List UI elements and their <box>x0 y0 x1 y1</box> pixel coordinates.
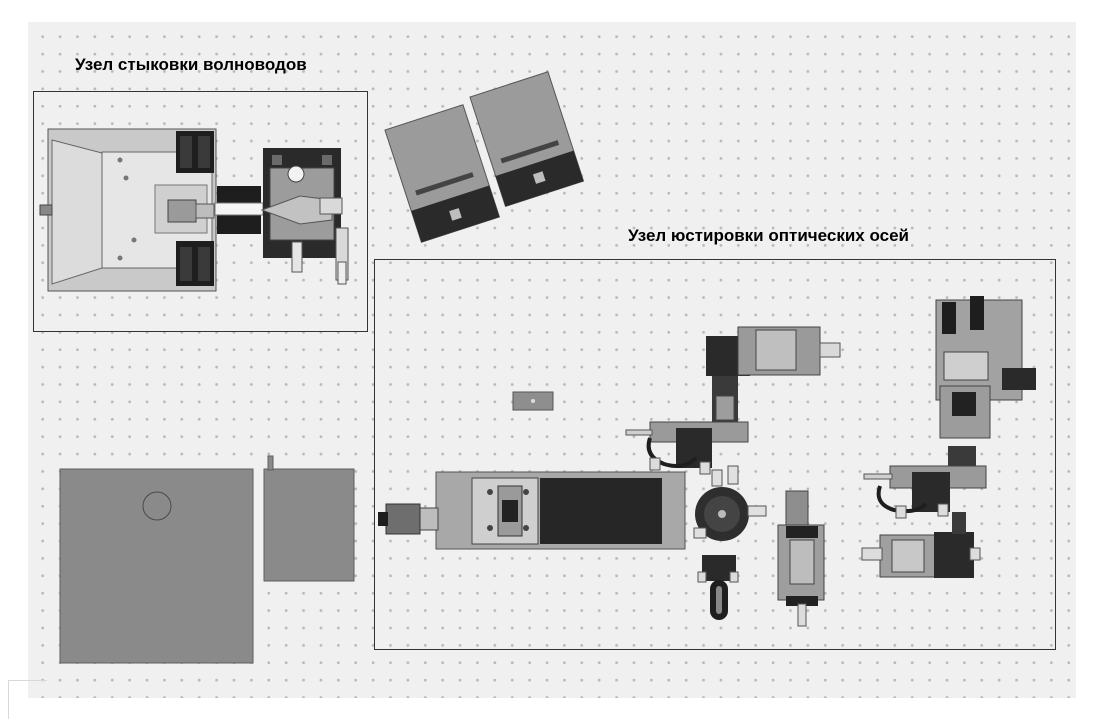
waveguide-mount <box>39 128 217 292</box>
waveguide-coupler <box>214 148 349 285</box>
waveguide-docking-title: Узел стыковки волноводов <box>75 55 307 74</box>
rotation-mount-left <box>625 421 749 475</box>
detector-module-2 <box>469 71 585 208</box>
controller-box <box>263 455 355 582</box>
detector-module-1 <box>384 104 501 243</box>
rotary-stage <box>693 465 767 541</box>
waveguide-docking-frame <box>33 91 368 332</box>
fiber-holder <box>697 555 739 620</box>
power-supply-box <box>59 468 254 664</box>
optical-alignment-title: Узел юстировки оптических осей <box>628 226 909 245</box>
rotation-mount-right <box>863 446 987 519</box>
xy-stage-top <box>706 326 841 422</box>
xy-stage-right <box>935 296 1036 439</box>
linear-stage-horizontal <box>861 512 981 578</box>
small-bracket <box>512 391 554 411</box>
laser-rail <box>378 471 686 550</box>
corner-mark <box>8 680 47 719</box>
linear-stage-vertical <box>777 490 825 627</box>
optical-alignment-frame <box>374 259 1056 650</box>
